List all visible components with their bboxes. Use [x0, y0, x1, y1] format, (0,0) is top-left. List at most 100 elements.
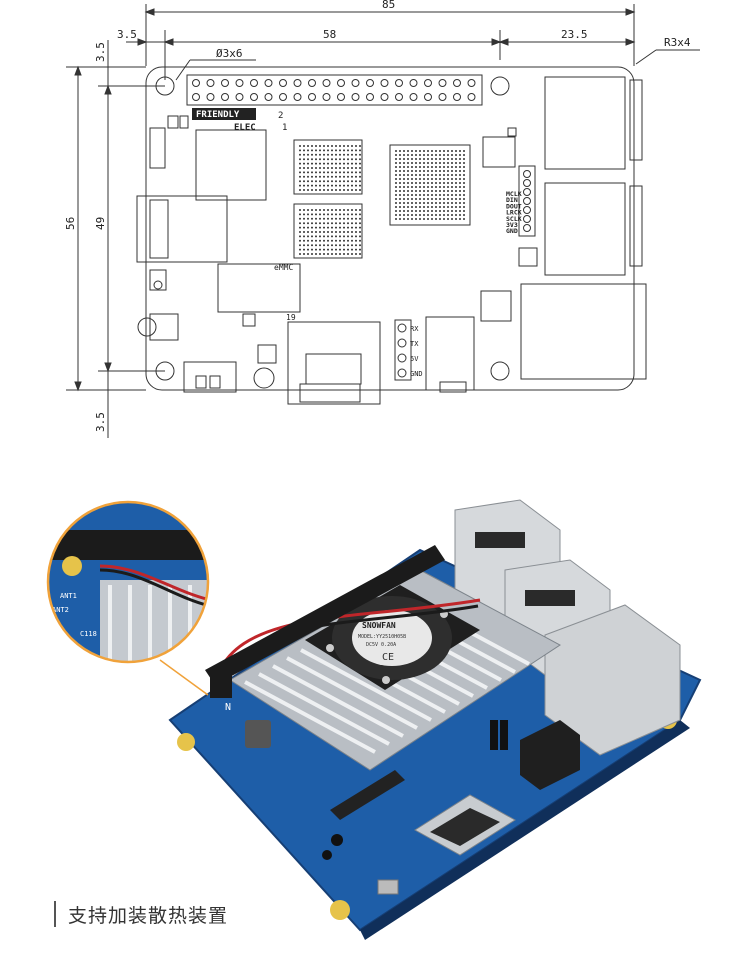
ball-dot [439, 198, 441, 200]
ball-dot [355, 153, 357, 156]
gpio-pin [250, 79, 258, 87]
ball-dot [339, 184, 341, 187]
ball-dot [347, 253, 349, 255]
ball-dot [407, 174, 409, 176]
ball-dot [307, 171, 309, 174]
ball-dot [331, 162, 333, 165]
ball-dot [435, 218, 437, 220]
ball-dot [299, 209, 301, 211]
ball-dot [343, 175, 345, 178]
ball-dot [451, 178, 453, 180]
ball-dot [403, 170, 405, 172]
ball-dot [407, 190, 409, 192]
ball-dot [415, 162, 417, 164]
ball-dot [327, 153, 329, 156]
ball-dot [323, 145, 325, 147]
ball-dot [331, 209, 333, 211]
dim-hole-pitch-v: 49 [94, 217, 107, 230]
gpio-pin [366, 93, 374, 101]
gpio-pin [409, 79, 418, 87]
ball-dot [319, 222, 321, 225]
ball-dot [451, 198, 453, 200]
ball-dot [331, 189, 333, 191]
gpio-pin [395, 93, 403, 101]
ball-dot [343, 145, 345, 147]
ball-dot [415, 194, 417, 196]
ball-dot [323, 149, 325, 152]
ball-dot [447, 186, 449, 188]
ball-dot [335, 222, 337, 225]
ball-dot [315, 184, 317, 187]
ball-dot [463, 166, 465, 168]
ball-dot [463, 170, 465, 172]
ball-dot [299, 171, 301, 174]
ball-dot [455, 166, 457, 168]
ball-dot [299, 235, 301, 238]
ball-dot [335, 167, 337, 169]
audio-pin [523, 206, 531, 214]
ball-dot [355, 158, 357, 161]
ball-dot [331, 213, 333, 216]
ball-dot [307, 184, 309, 187]
ball-dot [411, 198, 413, 200]
ball-dot [355, 167, 357, 169]
ball-dot [339, 213, 341, 216]
ball-dot [311, 153, 313, 156]
ball-dot [431, 182, 433, 184]
ball-dot [347, 149, 349, 152]
ball-dot [399, 162, 401, 164]
ball-dot [415, 214, 417, 216]
ball-dot [411, 174, 413, 176]
ball-dot [347, 217, 349, 220]
ball-dot [335, 239, 337, 242]
ball-dot [399, 158, 401, 160]
pin1-label: 1 [282, 123, 287, 133]
gpio-pin [250, 93, 258, 101]
ball-dot [415, 198, 417, 200]
ball-dot [299, 145, 301, 147]
heatsink-fin [300, 648, 432, 722]
ball-dot [355, 184, 357, 187]
ball-dot [347, 189, 349, 191]
ball-dot [351, 231, 353, 233]
ball-dot [339, 189, 341, 191]
audio-pin-label: GND [506, 227, 518, 235]
ball-dot [411, 194, 413, 196]
ball-dot [455, 202, 457, 204]
ball-dot [447, 194, 449, 196]
ball-dot [315, 239, 317, 242]
ball-dot [323, 213, 325, 216]
ball-dot [339, 244, 341, 247]
ball-dot [439, 150, 441, 152]
ball-dot [439, 162, 441, 164]
ball-dot [323, 231, 325, 233]
ball-dot [299, 175, 301, 178]
ball-dot [463, 182, 465, 184]
ball-dot [395, 158, 397, 160]
audio-pin [523, 224, 531, 232]
ball-dot [319, 167, 321, 169]
ball-dot [303, 171, 305, 174]
ball-dot [339, 149, 341, 152]
ball-dot [339, 253, 341, 255]
ball-dot [339, 235, 341, 238]
ball-dot [399, 214, 401, 216]
ball-dot [439, 214, 441, 216]
ball-dot [351, 162, 353, 165]
ball-dot [419, 182, 421, 184]
ball-dot [343, 248, 345, 251]
ball-dot [335, 235, 337, 238]
ball-dot [463, 178, 465, 180]
dim-bottom-offset: 3.5 [94, 412, 107, 432]
gpio-pin [409, 93, 418, 101]
dim-overall-width: 85 [382, 0, 395, 11]
ball-dot [435, 214, 437, 216]
ball-dot [411, 150, 413, 152]
ball-dot [423, 194, 425, 196]
ball-dot [459, 210, 461, 212]
ball-dot [347, 209, 349, 211]
ball-dot [319, 239, 321, 242]
ball-dot [323, 162, 325, 165]
ball-dot [443, 162, 445, 164]
ball-dot [299, 253, 301, 255]
